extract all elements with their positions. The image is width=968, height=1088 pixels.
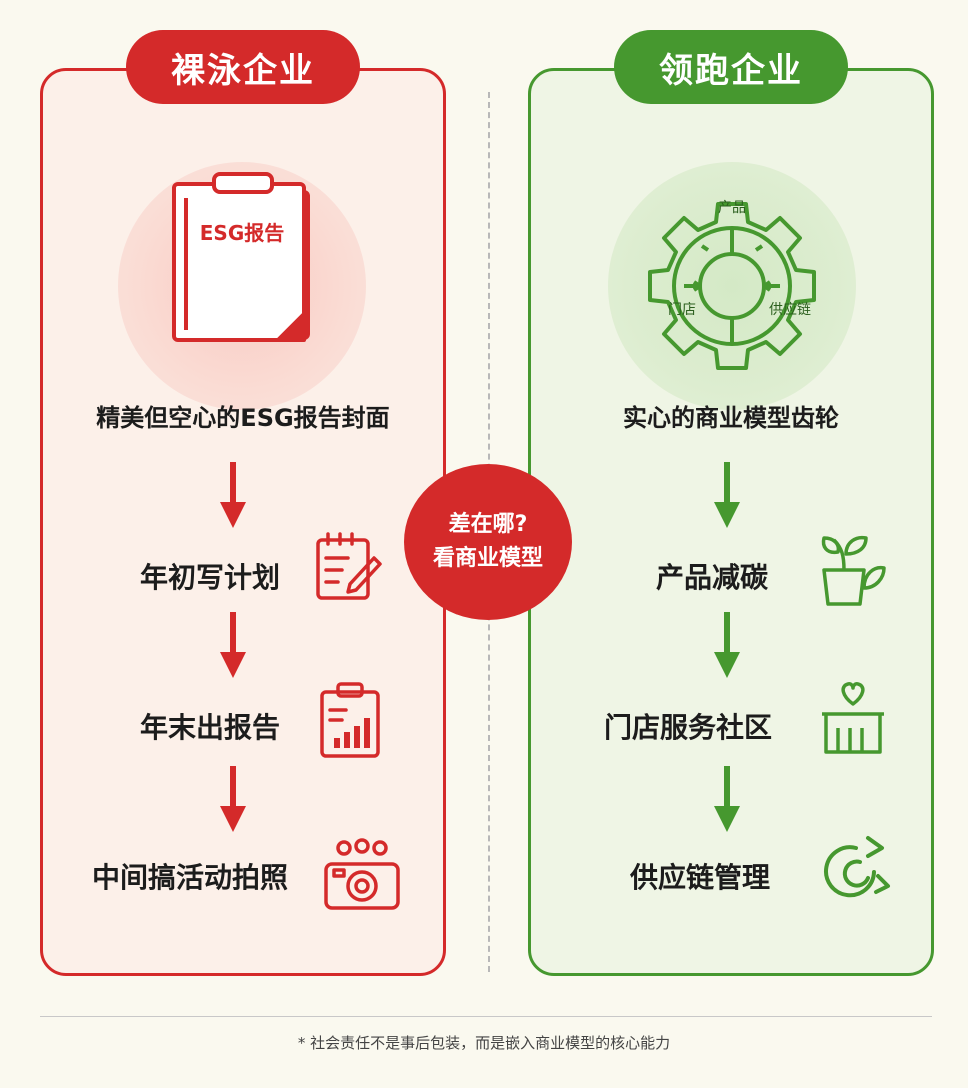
right-main-label: 实心的商业模型齿轮 (623, 404, 839, 432)
right-step-3: 供应链管理 (630, 861, 771, 894)
footer-divider (40, 1016, 932, 1017)
notepad-pen-icon (316, 532, 382, 600)
left-report-illustration: ESG报告 (118, 162, 366, 410)
right-gear-illustration: 产品 门店 供应链 (608, 162, 856, 410)
right-step-2: 门店服务社区 (604, 711, 773, 744)
footnote: * 社会责任不是事后包装，而是嵌入商业模型的核心能力 (297, 1034, 671, 1052)
left-main-label: 精美但空心的ESG报告封面 (96, 404, 390, 432)
left-arrow-3 (220, 766, 246, 832)
gear-label-supply-chain: 供应链 (769, 301, 811, 318)
right-arrow-1 (714, 462, 740, 528)
store-heart-icon (822, 682, 884, 754)
esg-report-label: ESG报告 (200, 221, 284, 245)
esg-report-icon (172, 172, 310, 342)
center-question-line2: 看商业模型 (432, 546, 543, 571)
left-arrow-1 (220, 462, 246, 528)
refresh-cycle-icon (824, 836, 890, 898)
right-arrow-2 (714, 612, 740, 678)
left-step-3: 中间搞活动拍照 (92, 861, 289, 894)
left-arrow-2 (220, 612, 246, 678)
right-arrow-3 (714, 766, 740, 832)
left-title-pill: 裸泳企业 (126, 30, 360, 104)
report-chart-icon (320, 682, 380, 758)
left-step-2: 年末出报告 (140, 711, 281, 744)
left-step-1: 年初写计划 (140, 561, 281, 594)
potted-plant-icon (821, 535, 886, 606)
gear-label-store: 门店 (668, 302, 696, 318)
center-question-line1: 差在哪? (448, 512, 528, 537)
business-model-gear-icon (648, 202, 816, 370)
camera-people-icon (324, 838, 400, 910)
right-title-pill: 领跑企业 (614, 30, 848, 104)
right-step-1: 产品减碳 (656, 561, 769, 594)
center-question-badge: 差在哪? 看商业模型 (404, 464, 572, 620)
gear-label-product: 产品 (718, 200, 746, 216)
